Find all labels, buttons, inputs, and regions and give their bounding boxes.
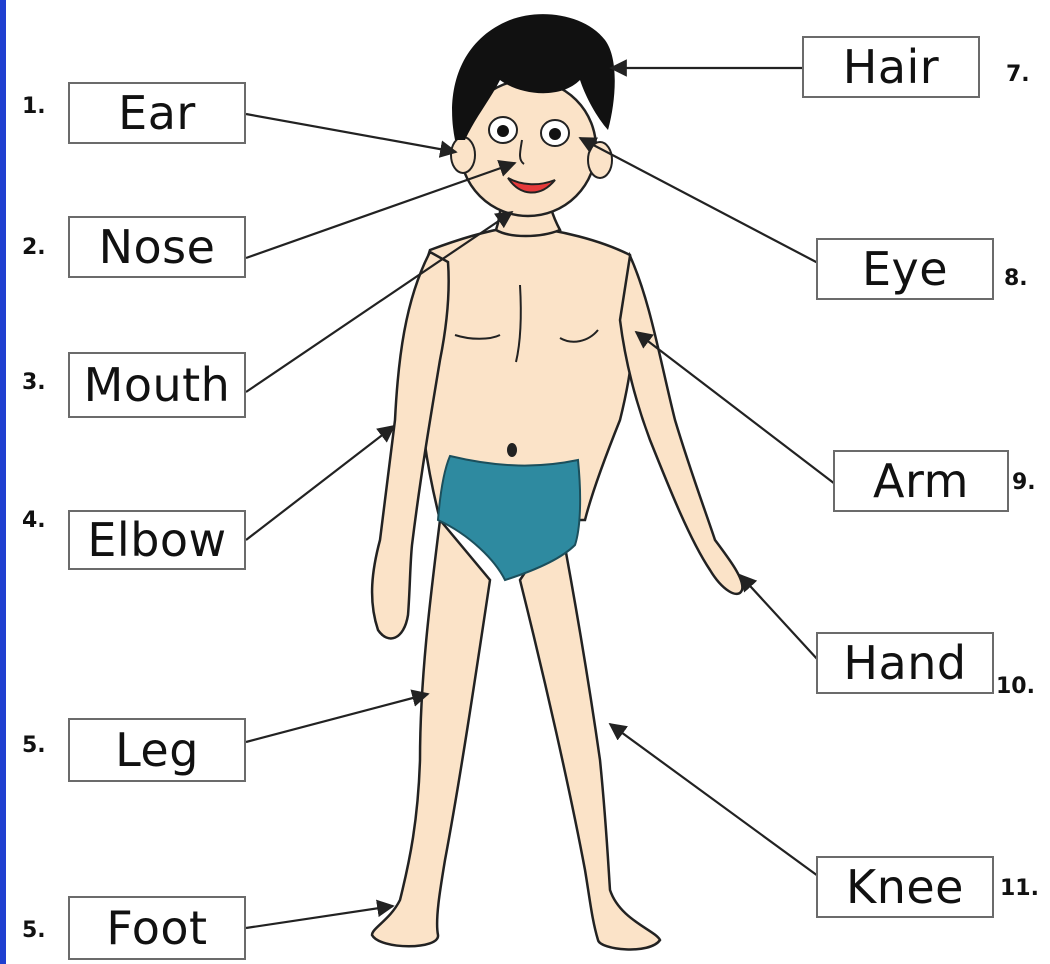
label-box-elbow: Elbow bbox=[68, 510, 246, 570]
label-leg: Leg bbox=[115, 723, 199, 777]
label-eye: Eye bbox=[862, 242, 948, 296]
label-number-ear: 1. bbox=[22, 94, 46, 119]
label-box-foot: Foot bbox=[68, 896, 246, 960]
label-knee: Knee bbox=[846, 860, 964, 914]
label-ear: Ear bbox=[118, 86, 196, 140]
label-number-eye: 8. bbox=[1004, 266, 1028, 291]
label-box-leg: Leg bbox=[68, 718, 246, 782]
label-nose: Nose bbox=[99, 220, 216, 274]
label-mouth: Mouth bbox=[84, 358, 231, 412]
label-box-eye: Eye bbox=[816, 238, 994, 300]
right-arm bbox=[620, 256, 742, 594]
label-box-ear: Ear bbox=[68, 82, 246, 144]
label-number-foot: 5. bbox=[22, 918, 46, 943]
label-number-arm: 9. bbox=[1012, 470, 1036, 495]
label-box-nose: Nose bbox=[68, 216, 246, 278]
label-number-mouth: 3. bbox=[22, 370, 46, 395]
label-arm: Arm bbox=[873, 454, 969, 508]
label-hand: Hand bbox=[843, 636, 966, 690]
legs bbox=[372, 520, 660, 949]
label-number-elbow: 4. bbox=[22, 508, 46, 533]
label-number-knee: 11. bbox=[1000, 876, 1039, 901]
label-foot: Foot bbox=[106, 901, 207, 955]
head bbox=[451, 14, 615, 216]
label-number-hand: 10. bbox=[996, 674, 1035, 699]
label-box-knee: Knee bbox=[816, 856, 994, 918]
label-box-mouth: Mouth bbox=[68, 352, 246, 418]
label-number-leg: 5. bbox=[22, 733, 46, 758]
label-elbow: Elbow bbox=[87, 513, 226, 567]
label-box-hand: Hand bbox=[816, 632, 994, 694]
label-number-nose: 2. bbox=[22, 235, 46, 260]
label-box-arm: Arm bbox=[833, 450, 1009, 512]
label-number-hair: 7. bbox=[1006, 62, 1030, 87]
label-box-hair: Hair bbox=[802, 36, 980, 98]
label-hair: Hair bbox=[843, 40, 939, 94]
